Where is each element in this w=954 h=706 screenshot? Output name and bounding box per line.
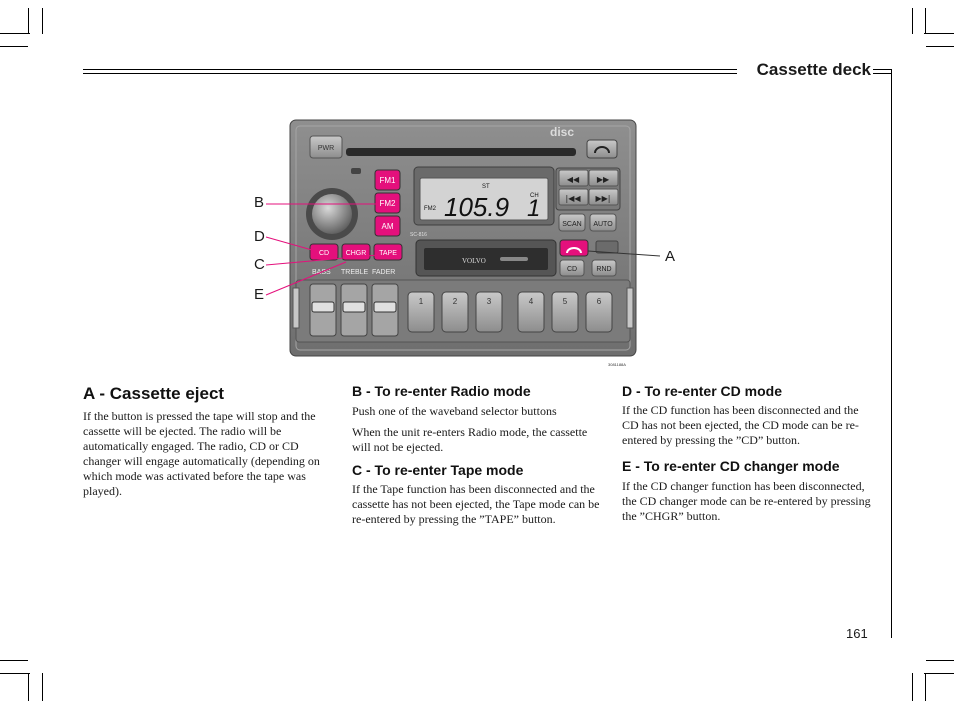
preset-button-4 (517, 291, 545, 333)
svg-text:5: 5 (563, 297, 568, 306)
svg-text:6: 6 (597, 297, 602, 306)
section-c: C - To re-enter Tape mode If the Tape fu… (352, 462, 604, 527)
svg-text:SCAN: SCAN (562, 221, 581, 228)
rnd-button (591, 259, 617, 277)
section-b: B - To re-enter Radio mode Push one of t… (352, 383, 604, 455)
next-track-button (588, 188, 619, 206)
section-e-title: E - To re-enter CD changer mode (622, 458, 840, 474)
cd-eject-button (586, 139, 618, 159)
svg-text:CH: CH (530, 193, 539, 199)
svg-text:TAPE: TAPE (379, 250, 397, 257)
preset-buttons: 1 2 3 4 5 6 (407, 291, 613, 333)
svg-text:2: 2 (453, 297, 458, 306)
svg-text:AM: AM (382, 222, 394, 231)
auto-button (589, 213, 617, 232)
svg-text:FADER: FADER (372, 269, 395, 276)
pwr-button (309, 135, 343, 159)
seek-forward-button (588, 169, 619, 187)
preset-button-3 (475, 291, 503, 333)
svg-text:▶▶: ▶▶ (597, 175, 610, 184)
section-c-body: If the Tape function has been disconnect… (352, 482, 600, 526)
section-a-title: A - Cassette eject (83, 384, 225, 403)
section-a: A - Cassette eject If the button is pres… (83, 384, 325, 499)
svg-text:▶▶|: ▶▶| (596, 194, 611, 203)
margin-rule (891, 69, 892, 638)
callout-c: C (254, 256, 265, 273)
am-button (374, 215, 401, 237)
header-rule (873, 69, 892, 70)
lcd-display (419, 177, 549, 221)
seek-back-button (558, 169, 589, 187)
section-d-body: If the CD function has been disconnected… (622, 403, 859, 447)
svg-text:|◀◀: |◀◀ (566, 194, 582, 203)
svg-text:FM2: FM2 (380, 199, 397, 208)
svg-text:4: 4 (529, 297, 534, 306)
svg-text:AUTO: AUTO (593, 221, 613, 228)
scan-button (558, 213, 586, 232)
svg-text:CD: CD (319, 250, 329, 257)
page-title: Cassette deck (756, 60, 871, 79)
pwr-label: PWR (318, 145, 334, 152)
page-number: 161 (846, 626, 868, 641)
section-b-title: B - To re-enter Radio mode (352, 383, 531, 399)
section-b-body-2: When the unit re-enters Radio mode, the … (352, 425, 588, 454)
cd-mode-button (559, 259, 585, 277)
svg-text:FM1: FM1 (380, 176, 397, 185)
fm1-button (374, 169, 401, 191)
section-d-title: D - To re-enter CD mode (622, 383, 782, 399)
svg-text:TREBLE: TREBLE (341, 269, 369, 276)
header-rule (83, 73, 737, 74)
callout-a: A (665, 248, 676, 265)
section-d: D - To re-enter CD mode If the CD functi… (622, 383, 872, 448)
svg-text:1: 1 (527, 195, 540, 222)
svg-text:RND: RND (596, 266, 611, 273)
header-rule (873, 73, 892, 74)
svg-text:105.9: 105.9 (444, 192, 509, 222)
prev-track-button (558, 188, 589, 206)
svg-text:CHGR: CHGR (346, 250, 367, 257)
callout-b: B (254, 194, 265, 211)
svg-text:SC-816: SC-816 (410, 232, 427, 238)
svg-text:FM2: FM2 (424, 206, 437, 212)
svg-text:3: 3 (487, 297, 492, 306)
svg-text:◀◀: ◀◀ (567, 175, 580, 184)
fm2-button (374, 192, 401, 214)
tape-button (373, 243, 403, 261)
section-a-body: If the button is pressed the tape will s… (83, 409, 320, 498)
section-e-body: If the CD changer function has been disc… (622, 479, 871, 523)
svg-text:1: 1 (419, 297, 424, 306)
preset-button-5 (551, 291, 579, 333)
radio-illustration: disc PWR FM1 FM2 AM ST CH FM2 105.9 1 SC… (265, 119, 661, 367)
svg-text:VOLVO: VOLVO (462, 257, 486, 265)
figure-code: 3081188A (608, 362, 626, 367)
svg-text:CD: CD (567, 266, 577, 273)
svg-text:ST: ST (482, 184, 490, 190)
header-rule (83, 69, 737, 70)
callout-d: D (254, 228, 265, 245)
section-c-title: C - To re-enter Tape mode (352, 462, 524, 478)
preset-button-2 (441, 291, 469, 333)
section-b-body-1: Push one of the waveband selector button… (352, 404, 557, 418)
callout-e: E (254, 286, 265, 303)
preset-button-1 (407, 291, 435, 333)
disc-logo: disc (550, 125, 574, 139)
section-e: E - To re-enter CD changer mode If the C… (622, 458, 872, 524)
preset-button-6 (585, 291, 613, 333)
